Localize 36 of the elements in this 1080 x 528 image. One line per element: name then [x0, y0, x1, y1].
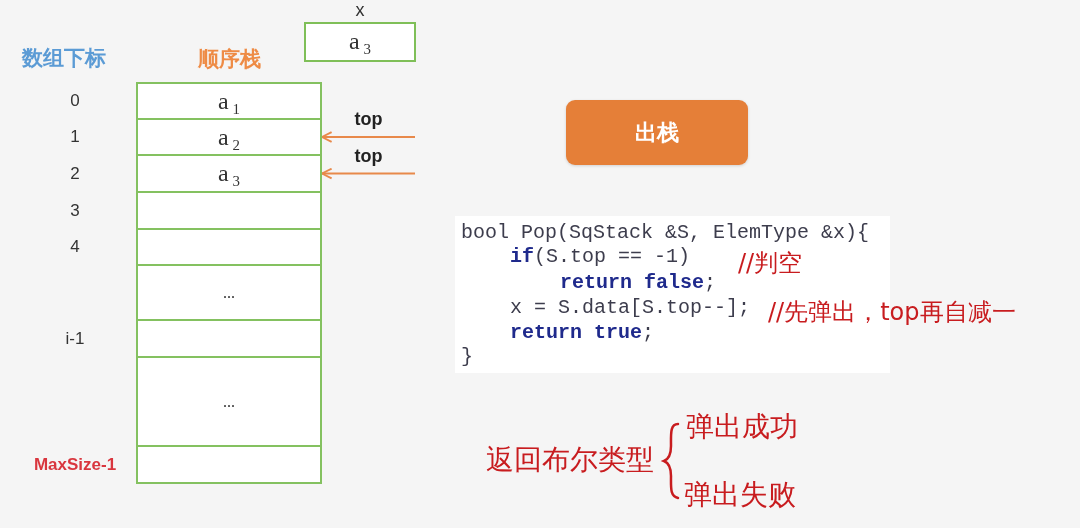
code-line: if(S.top == -1) — [510, 245, 691, 269]
handwritten-note: 弹出失败 — [684, 478, 796, 512]
stack-cell: a$_{1}$ — [136, 82, 322, 120]
code-line: bool Pop(SqStack &S, ElemType &x){ — [461, 221, 870, 245]
column-heading: 数组下标 — [22, 45, 106, 71]
index-label: MaxSize-1 — [32, 453, 118, 476]
index-label: 3 — [69, 199, 81, 222]
edge-label: top — [353, 109, 384, 129]
stack-cell: ... — [136, 356, 322, 447]
code-line: return true; — [510, 321, 655, 345]
pointer-arrow — [321, 167, 416, 180]
index-label: 1 — [69, 126, 81, 148]
code-line: x = S.data[S.top--]; — [510, 296, 751, 320]
variable-name: x — [354, 0, 366, 20]
stack-cell — [136, 228, 322, 266]
index-label: i-1 — [64, 327, 86, 350]
index-label: 2 — [69, 162, 81, 185]
handwritten-note: 弹出成功 — [686, 410, 798, 444]
stack-cell — [136, 191, 322, 230]
index-label: 4 — [69, 236, 81, 258]
pointer-arrow — [321, 131, 416, 143]
stack-cell — [136, 319, 322, 358]
stack-cell: ... — [136, 264, 322, 321]
index-label: 0 — [69, 90, 81, 112]
handwritten-comment: //判空 — [738, 248, 803, 278]
code-line: return false; — [560, 271, 717, 295]
stack-cell — [136, 445, 322, 484]
edge-label: top — [353, 145, 384, 166]
operation-box: 出栈 — [566, 100, 748, 165]
code-line: } — [461, 345, 473, 369]
handwritten-note: 返回布尔类型 — [486, 443, 654, 477]
handwritten-comment: //先弹出，top再自减一 — [768, 297, 1016, 327]
stack-cell: a$_{2}$ — [136, 118, 322, 156]
stack-heading: 顺序栈 — [196, 46, 262, 72]
stack-cell: a$_{3}$ — [136, 154, 322, 193]
variable-box: a$_{3}$ — [304, 22, 416, 62]
